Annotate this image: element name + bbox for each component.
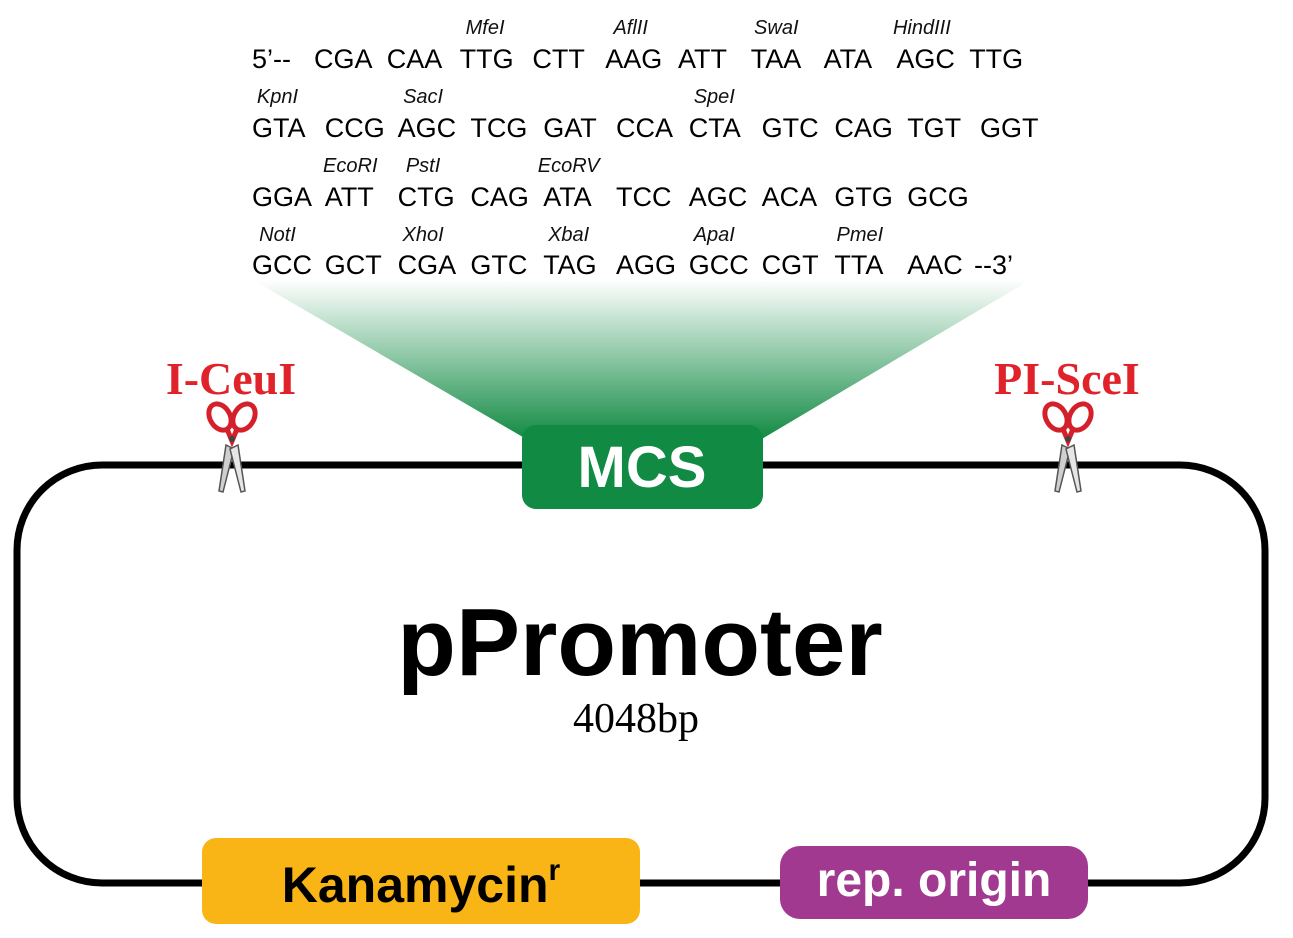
mcs-box: MCS [522,425,763,509]
rep-origin-label: rep. origin [817,854,1052,907]
codon: CCA [616,113,673,143]
codon: TAA [751,44,802,74]
codon: GGT [980,113,1039,143]
codon: TGT [907,113,961,143]
codon: GCG [907,182,969,212]
codon: CAG [470,182,529,212]
restriction-enzyme-label: XbaI [547,224,590,246]
restriction-enzyme-label: AflII [612,17,648,39]
codon: CTA [689,113,741,143]
codon: GCC [689,250,749,280]
rep-origin-box: rep. origin [780,846,1088,919]
codon: CTT [532,44,584,74]
codon: ATA [824,44,873,74]
codon: ATA [543,182,592,212]
codon: GTG [834,182,893,212]
codon: GCC [252,250,312,280]
codon: CGA [314,44,373,74]
codon: CAG [834,113,893,143]
codon: GAT [543,113,597,143]
mcs-label: MCS [578,435,707,500]
codon: AAC [907,250,963,280]
codon: AGC [896,44,955,74]
restriction-enzyme-label: HindIII [893,17,951,39]
restriction-enzyme-label: PstI [406,155,441,177]
kanamycin-resistance-box: Kanamycinr [202,838,640,924]
codon: AGG [616,250,676,280]
codon: ACA [762,182,818,212]
plasmid-name: pPromoter [397,589,882,696]
plasmid-size: 4048bp [573,696,699,742]
codon: CTG [398,182,455,212]
codon: CCG [325,113,385,143]
pi-scei-label: PI-SceI [994,353,1140,404]
codon: AAG [605,44,662,74]
scissors-icon [1040,400,1095,492]
codon: AGC [689,182,748,212]
kanamycin-label: Kanamycinr [282,854,561,913]
codon: CGT [762,250,819,280]
codon: ATT [678,44,727,74]
sequence-end-label: --3’ [974,250,1013,280]
mcs-expansion-fan [253,280,1030,440]
restriction-enzyme-label: EcoRI [323,155,378,177]
i-ceui-label: I-CeuI [166,353,296,404]
restriction-enzyme-label: SwaI [754,17,799,39]
codon: ATT [325,182,374,212]
mcs-sequence: 5’-- CGA CAA TTG CTT AAG ATT TAA ATA AGC TTG MfeI Af… [252,17,1039,280]
codon: GTA [252,113,306,143]
codon: GCT [325,250,382,280]
restriction-enzyme-label: SacI [403,86,443,108]
codon: TAG [543,250,597,280]
codon: GTC [762,113,819,143]
restriction-enzyme-label: XhoI [402,224,445,246]
codon: TTG [460,44,514,74]
codon: TCC [616,182,672,212]
restriction-enzyme-label: SpeI [694,86,736,108]
restriction-enzyme-label: ApaI [693,224,736,246]
codon: GTC [470,250,527,280]
restriction-enzyme-label: PmeI [837,224,884,246]
restriction-enzyme-label: NotI [259,224,296,246]
codon: CAA [387,44,443,74]
codon: TCG [470,113,527,143]
codon: GGA [252,182,312,212]
codon: CGA [398,250,457,280]
codon: AGC [398,113,457,143]
restriction-enzyme-label: EcoRV [538,155,602,177]
codon: TTG [969,44,1023,74]
codon: TTA [834,250,883,280]
scissors-icon [204,400,259,492]
sequence-end-label: 5’-- [252,44,291,74]
restriction-enzyme-label: KpnI [257,86,299,108]
restriction-enzyme-label: MfeI [466,17,505,39]
